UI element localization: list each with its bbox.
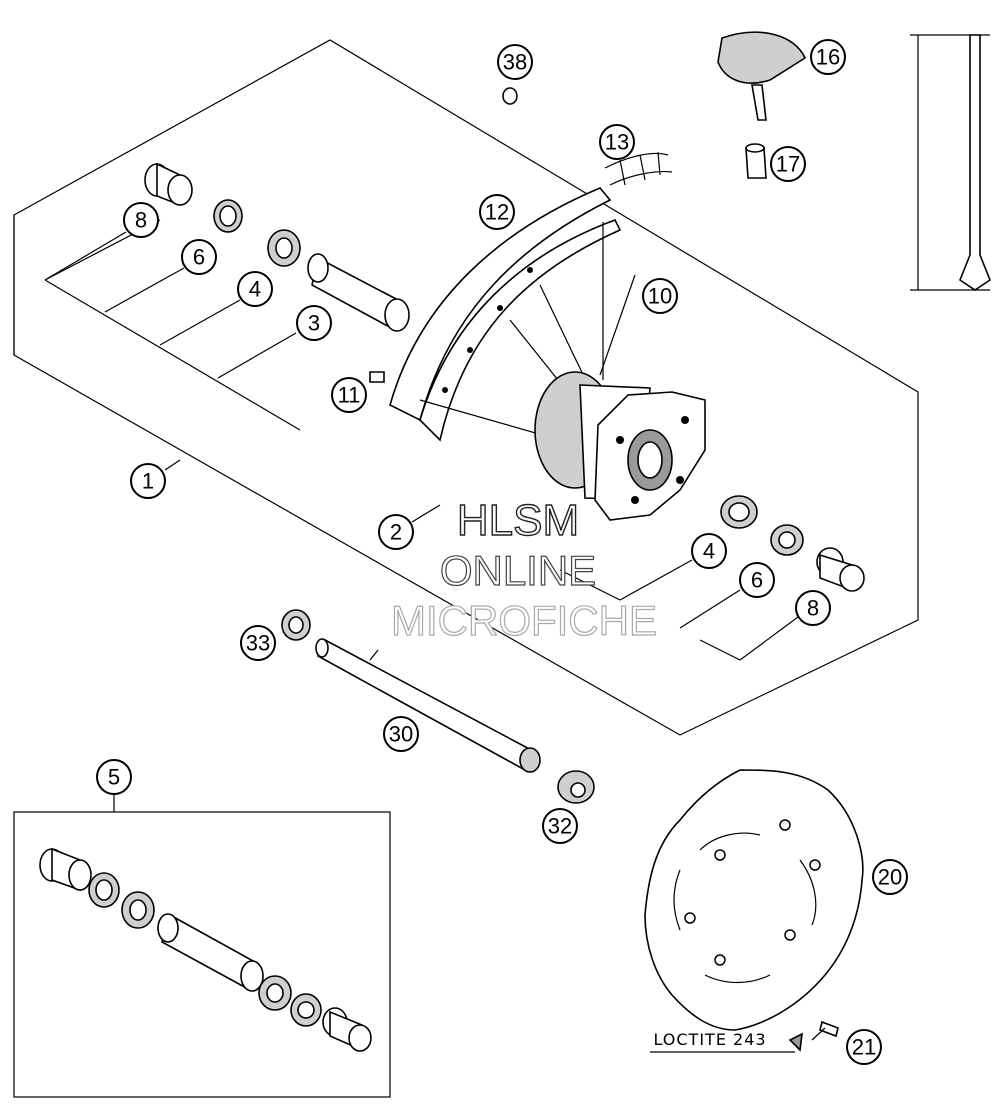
tube-valve-part — [717, 31, 807, 121]
callout-17: 17 — [770, 146, 806, 182]
right-spacer-part — [816, 547, 865, 592]
callout-3: 3 — [296, 305, 332, 341]
bearing-kit-inset — [13, 795, 391, 1098]
loctite-note: LOCTITE 243 — [653, 1030, 766, 1049]
callout-30: 30 — [383, 716, 419, 752]
svg-text:6: 6 — [193, 245, 205, 270]
left-seal-part — [213, 199, 243, 233]
callout-38: 38 — [497, 44, 533, 80]
callout-33: 33 — [240, 625, 276, 661]
right-bearing-part — [720, 495, 758, 529]
callout-21: 21 — [846, 1029, 882, 1065]
callout-6-left: 6 — [181, 239, 217, 275]
hub-part — [534, 371, 706, 521]
svg-text:8: 8 — [807, 596, 819, 621]
svg-text:6: 6 — [751, 568, 763, 593]
svg-text:20: 20 — [878, 865, 902, 890]
right-seal-part — [770, 524, 804, 556]
svg-text:32: 32 — [548, 814, 572, 839]
callout-2: 2 — [378, 514, 414, 550]
rim-tape-part — [604, 151, 673, 186]
leader-lines-left — [44, 231, 441, 523]
hub-spacer-sleeve-part — [307, 253, 410, 332]
svg-text:1: 1 — [142, 469, 154, 494]
callout-11: 11 — [331, 377, 367, 413]
svg-text:33: 33 — [246, 631, 270, 656]
svg-text:30: 30 — [389, 722, 413, 747]
callout-8-left: 8 — [123, 202, 159, 238]
watermark: HLSM ONLINE MICROFICHE — [390, 495, 657, 644]
callout-6-right: 6 — [739, 562, 775, 598]
svg-text:5: 5 — [108, 765, 120, 790]
callout-5: 5 — [96, 759, 132, 795]
axle-nut-part — [557, 770, 595, 804]
callout-16: 16 — [810, 39, 846, 75]
rim-part — [389, 187, 622, 442]
callout-8-right: 8 — [795, 590, 831, 626]
svg-text:16: 16 — [816, 45, 840, 70]
svg-text:11: 11 — [338, 383, 361, 408]
watermark-line-2: ONLINE — [440, 547, 596, 594]
nipple-part — [369, 371, 385, 383]
axle-part — [315, 638, 541, 773]
callout-10: 10 — [642, 278, 678, 314]
callout-4-left: 4 — [237, 271, 273, 307]
axle-collar-part — [281, 609, 311, 641]
svg-text:2: 2 — [390, 520, 402, 545]
callout-4-right: 4 — [691, 533, 727, 569]
callout-12: 12 — [479, 194, 515, 230]
svg-text:3: 3 — [308, 311, 320, 336]
callout-13: 13 — [599, 124, 635, 160]
svg-text:10: 10 — [648, 284, 672, 309]
watermark-line-1: HLSM — [457, 496, 579, 545]
svg-text:38: 38 — [503, 50, 527, 75]
callout-1: 1 — [130, 463, 166, 499]
svg-text:21: 21 — [852, 1035, 876, 1060]
svg-text:4: 4 — [249, 277, 261, 302]
watermark-line-3: MICROFICHE — [391, 597, 657, 644]
spoke-length-indicator — [910, 34, 991, 291]
leader-lines-right — [559, 559, 799, 661]
svg-text:17: 17 — [776, 152, 800, 177]
left-bearing-part — [267, 229, 301, 267]
left-spacer-part — [144, 162, 193, 207]
valve-cap-part — [502, 87, 518, 105]
callout-20: 20 — [872, 859, 908, 895]
svg-text:13: 13 — [605, 130, 629, 155]
wheel-assembly-outline — [13, 39, 919, 736]
brake-disc-part — [644, 769, 864, 1031]
callout-32: 32 — [542, 808, 578, 844]
svg-text:12: 12 — [485, 200, 509, 225]
svg-text:4: 4 — [703, 539, 715, 564]
disc-screw-part — [650, 1020, 839, 1053]
valve-nut-part — [745, 143, 767, 179]
svg-text:8: 8 — [135, 208, 147, 233]
